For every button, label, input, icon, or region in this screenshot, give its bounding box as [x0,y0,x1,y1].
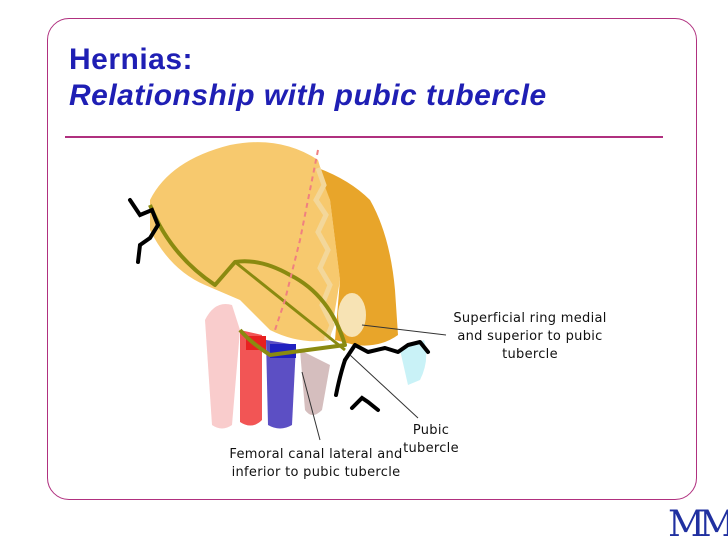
pubic-bone-outline [343,340,430,362]
inguinal-ligament-lower [234,260,346,352]
label-femoral-canal: Femoral canal lateral and inferior to pu… [229,447,403,480]
title-line-1: Hernias: [69,43,194,76]
title-underline [65,136,663,138]
iliac-crest-outline [128,198,161,264]
pointer-superficial-ring [361,324,447,336]
mm-logo: MM [668,504,728,545]
label-pubic-tubercle: Pubic tubercle [403,423,459,456]
femoral-artery-band [240,330,262,426]
pubic-ramus-outline [334,358,347,397]
pointer-femoral-canal [301,371,321,441]
femoral-vein-band [266,340,296,429]
inguinal-ligament [148,204,347,357]
abdominal-wall-light [150,142,340,342]
abdominal-wall-dark [318,168,398,346]
slide-title: Hernias: Relationship with pubic tubercl… [69,42,547,114]
slide-frame [47,18,697,500]
femoral-nerve-band [205,304,240,429]
wall-zigzag-edge [313,167,335,341]
pointer-pubic-tubercle [349,354,419,419]
title-line-2: Relationship with pubic tubercle [69,79,547,112]
superficial-ring [338,293,366,337]
spermatic-cord [400,340,427,385]
dashed-line [274,149,319,331]
lymph-band [300,350,330,415]
label-superficial-ring: Superficial ring medial and superior to … [453,311,607,362]
obturator-outline [350,395,380,412]
